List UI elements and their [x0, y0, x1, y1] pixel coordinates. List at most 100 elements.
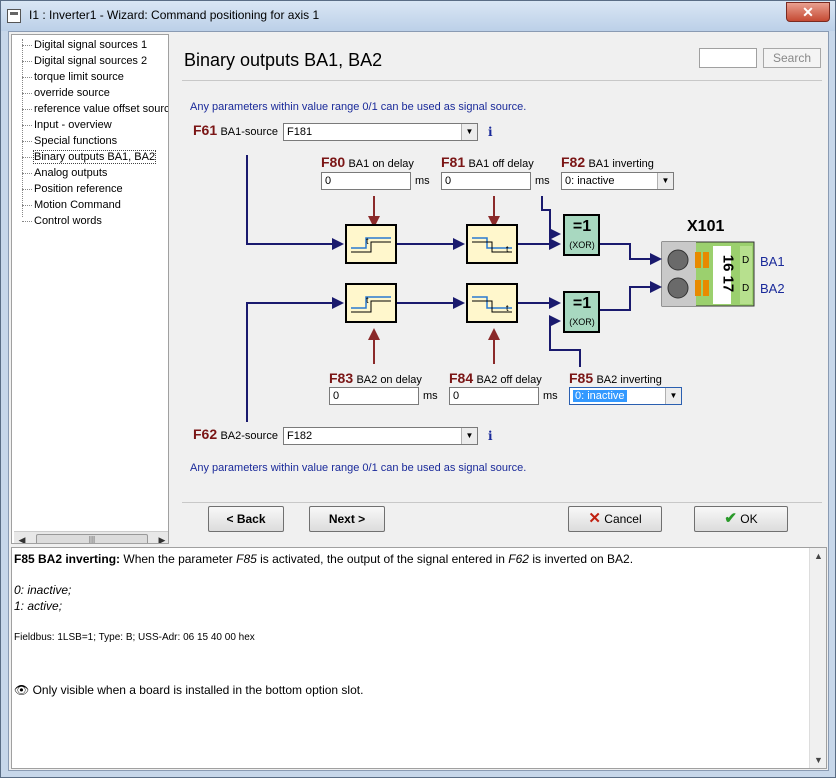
- header-divider: [182, 80, 822, 81]
- f83-code: F83: [329, 370, 354, 386]
- help-option-1: 1: active;: [14, 599, 63, 613]
- f61-name: BA1-source: [220, 126, 278, 138]
- f85-code: F85: [569, 370, 594, 386]
- f62-select[interactable]: F182 ▼: [283, 427, 478, 445]
- f62-label: F62 BA2-source: [193, 426, 278, 442]
- help-panel: F85 BA2 inverting: When the parameter F8…: [11, 547, 827, 769]
- f80-unit: ms: [415, 175, 430, 187]
- terminal-d1: D: [742, 255, 750, 266]
- f83-label: F83 BA2 on delay: [329, 370, 422, 386]
- tree-item-label: Binary outputs BA1, BA2: [32, 150, 157, 164]
- f85-label: F85 BA2 inverting: [569, 370, 662, 386]
- f62-name: BA2-source: [220, 430, 278, 442]
- f83-input[interactable]: 0: [329, 387, 419, 405]
- f61-info-icon[interactable]: i: [488, 125, 493, 139]
- scroll-left-icon[interactable]: ◀: [18, 535, 26, 544]
- tree-item[interactable]: Input - overview: [12, 117, 168, 133]
- f82-name: BA1 inverting: [588, 158, 654, 170]
- tree-item[interactable]: reference value offset source: [12, 101, 168, 117]
- ba1-xor-label: (XOR): [569, 240, 595, 250]
- ba2-off-delay-t: t: [506, 303, 509, 313]
- tree-item-label: torque limit source: [34, 71, 124, 83]
- client-area: Digital signal sources 1 Digital signal s…: [8, 31, 829, 771]
- scroll-thumb[interactable]: |||: [36, 534, 148, 543]
- help-desc-param2: F62: [508, 552, 529, 566]
- signal-diagram: [246, 155, 755, 422]
- f62-code: F62: [193, 426, 218, 442]
- output-ba1-label: BA1: [760, 254, 785, 269]
- window-icon: [7, 9, 21, 23]
- search-button[interactable]: Search: [763, 48, 821, 68]
- f82-label: F82 BA1 inverting: [561, 154, 654, 170]
- help-option-0: 0: inactive;: [14, 583, 72, 597]
- terminal-pins: 16 17: [719, 254, 737, 293]
- tree-item[interactable]: Digital signal sources 2: [12, 53, 168, 69]
- f80-input[interactable]: 0: [321, 172, 411, 190]
- tree-item-label: Motion Command: [34, 199, 121, 211]
- ba2-xor-label: (XOR): [569, 317, 595, 327]
- search-input[interactable]: [699, 48, 757, 68]
- tree-item[interactable]: override source: [12, 85, 168, 101]
- cancel-button[interactable]: ✕ Cancel: [568, 506, 662, 532]
- f81-input[interactable]: 0: [441, 172, 531, 190]
- f80-label: F80 BA1 on delay: [321, 154, 414, 170]
- scroll-down-icon[interactable]: ▼: [814, 755, 823, 765]
- tree-item[interactable]: Analog outputs: [12, 165, 168, 181]
- tree-item-label: override source: [34, 87, 110, 99]
- f85-dropdown-icon[interactable]: ▼: [665, 388, 681, 404]
- tree-item[interactable]: Special functions: [12, 133, 168, 149]
- ba2-on-delay-t: t: [366, 295, 369, 305]
- cancel-x-icon: ✕: [588, 510, 601, 527]
- ba1-source-wire: [246, 155, 344, 250]
- tree-item[interactable]: Control words: [12, 213, 168, 229]
- f85-name: BA2 inverting: [596, 374, 662, 386]
- f81-name: BA1 off delay: [468, 158, 534, 170]
- f61-select[interactable]: F181 ▼: [283, 123, 478, 141]
- next-button-label: Next >: [328, 512, 366, 526]
- tree-item[interactable]: Position reference: [12, 181, 168, 197]
- f62-info-icon[interactable]: i: [488, 429, 493, 443]
- close-button[interactable]: ✕: [786, 2, 830, 22]
- f82-value: 0: inactive: [565, 175, 615, 187]
- help-note-text: Only visible when a board is installed i…: [32, 683, 364, 697]
- ba1-xor-symbol: =1: [572, 218, 592, 235]
- hint-top: Any parameters within value range 0/1 ca…: [190, 101, 527, 113]
- tree-item-label: Digital signal sources 1: [34, 39, 148, 51]
- f61-dropdown-icon[interactable]: ▼: [461, 124, 477, 140]
- cancel-button-label: Cancel: [604, 512, 642, 526]
- ba2-out-wire: [598, 281, 662, 311]
- terminal-d2: D: [742, 283, 750, 294]
- help-vertical-scrollbar[interactable]: ▲ ▼: [809, 548, 826, 768]
- tree-item-label: Position reference: [34, 183, 123, 195]
- tree-item[interactable]: Digital signal sources 1: [12, 37, 168, 53]
- tree-horizontal-scrollbar[interactable]: ◀ ||| ▶: [14, 531, 168, 544]
- back-button[interactable]: < Back: [208, 506, 284, 532]
- ba2-invert-wire: [549, 315, 581, 367]
- ok-button[interactable]: ✔ OK: [694, 506, 788, 532]
- tree-item[interactable]: Motion Command: [12, 197, 168, 213]
- f85-select[interactable]: 0: inactive ▼: [569, 387, 682, 405]
- f82-select[interactable]: 0: inactive ▼: [561, 172, 674, 190]
- help-description: F85 BA2 inverting: When the parameter F8…: [14, 552, 633, 566]
- f82-dropdown-icon[interactable]: ▼: [657, 173, 673, 189]
- hint-bottom: Any parameters within value range 0/1 ca…: [190, 462, 527, 474]
- f85-value: 0: inactive: [573, 390, 627, 402]
- f84-input[interactable]: 0: [449, 387, 539, 405]
- f84-label: F84 BA2 off delay: [449, 370, 542, 386]
- ok-button-label: OK: [740, 512, 758, 526]
- footer-divider: [182, 502, 822, 503]
- f82-code: F82: [561, 154, 586, 170]
- tree-item[interactable]: torque limit source: [12, 69, 168, 85]
- title-bar[interactable]: I1 : Inverter1 - Wizard: Command positio…: [1, 1, 835, 31]
- help-note: 👁 Only visible when a board is installed…: [14, 683, 363, 697]
- scroll-up-icon[interactable]: ▲: [814, 551, 823, 561]
- f62-dropdown-icon[interactable]: ▼: [461, 428, 477, 444]
- scroll-right-icon[interactable]: ▶: [158, 535, 166, 544]
- next-button[interactable]: Next >: [309, 506, 385, 532]
- f61-label: F61 BA1-source: [193, 122, 278, 138]
- f61-value: F181: [287, 126, 313, 138]
- ba1-off-delay-block: [466, 224, 518, 264]
- ba2-on-delay-block: [345, 283, 397, 323]
- tree-item[interactable]: Binary outputs BA1, BA2: [12, 149, 168, 165]
- ba1-off-delay-t: t: [506, 244, 509, 254]
